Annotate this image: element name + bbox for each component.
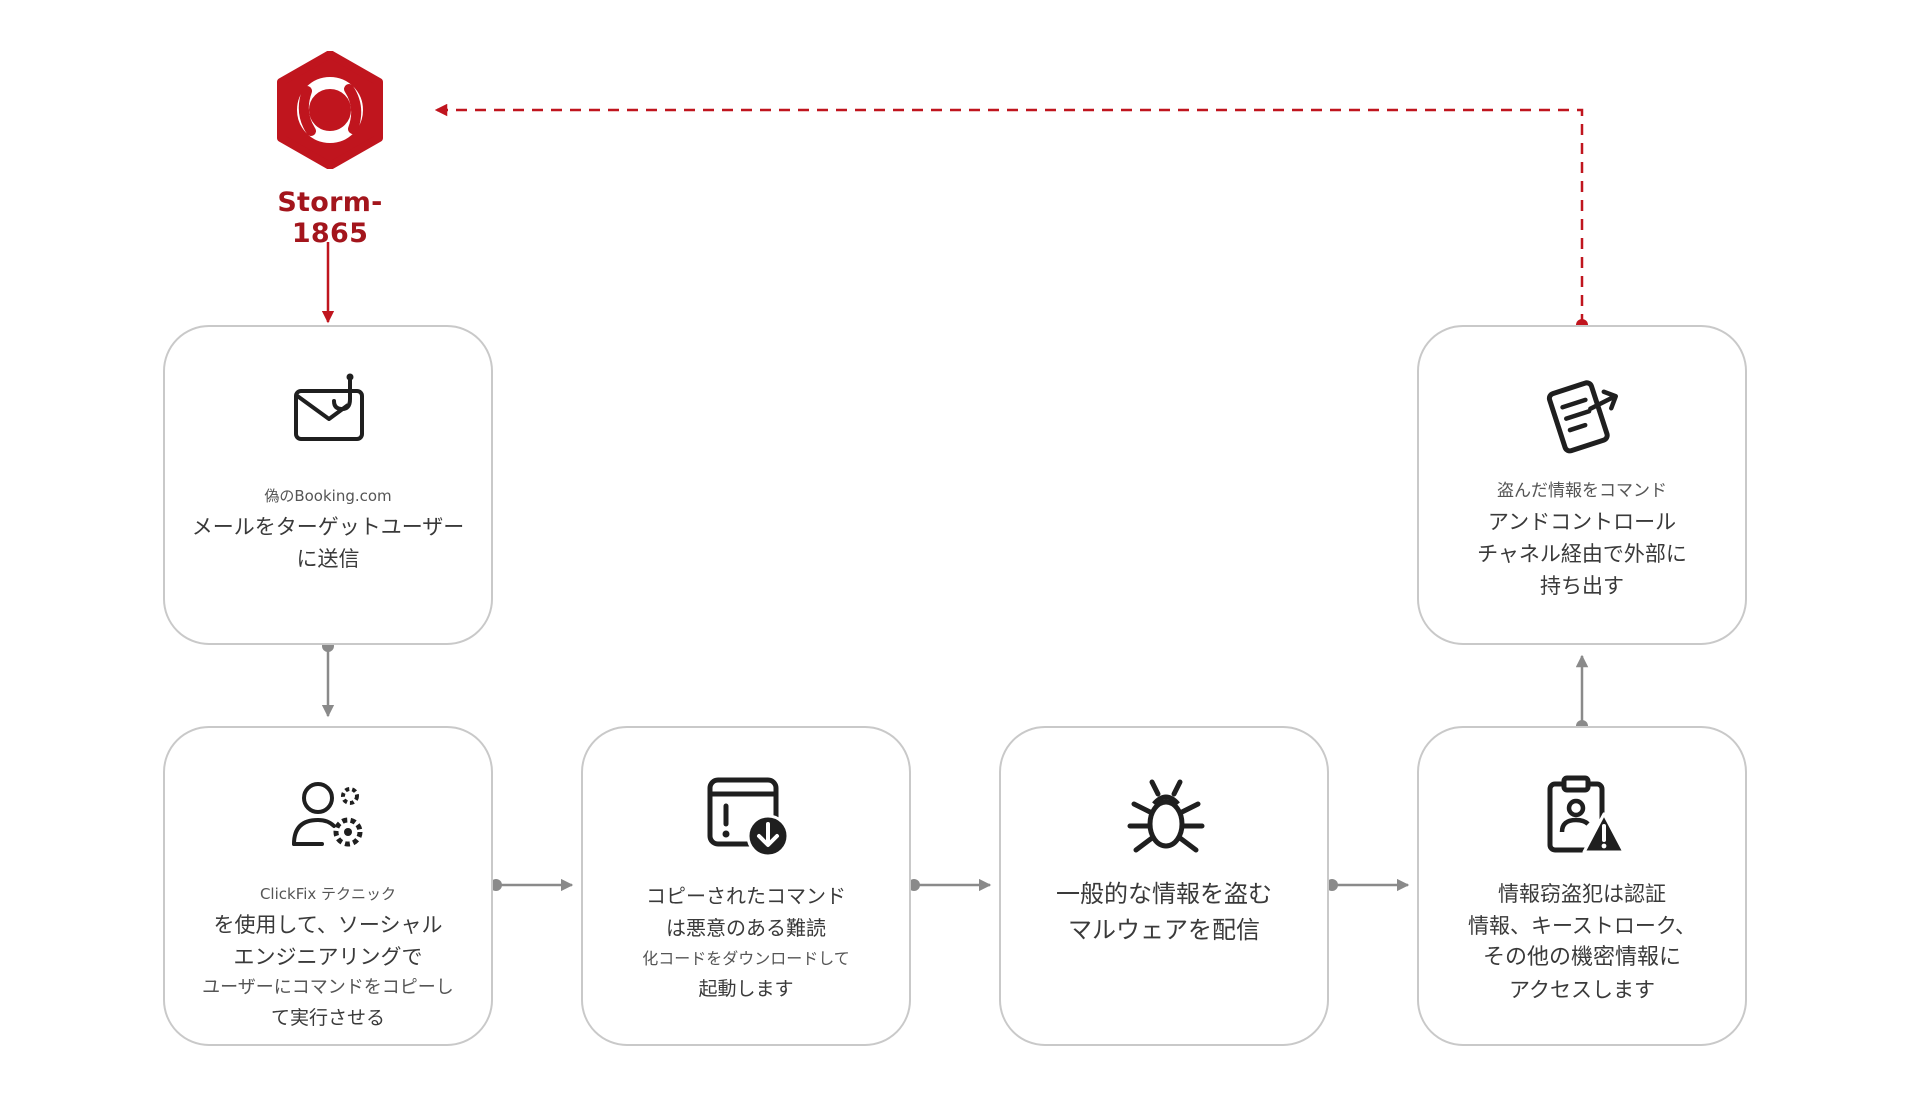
step-line: マルウェアを配信	[1068, 916, 1260, 944]
step-label: 偽のBooking.com	[264, 487, 392, 505]
actor-name: Storm-1865	[277, 187, 383, 249]
step-line: コピーされたコマンド	[646, 884, 846, 908]
step-line: メールをターゲットユーザー	[191, 515, 465, 539]
step-line: アクセスします	[1509, 978, 1655, 1002]
step-line: 持ち出す	[1540, 574, 1624, 598]
step-line: に送信	[296, 547, 360, 571]
user-gear-icon	[292, 782, 363, 847]
step-line: アンドコントロール	[1487, 510, 1677, 534]
step-credential-theft: 情報窃盗犯は認証 情報、キーストローク、 その他の機密情報に アクセスします	[1417, 726, 1747, 1046]
step-text: 偽のBooking.com メールをターゲットユーザー に送信	[175, 482, 481, 575]
credential-alert-icon	[1547, 775, 1626, 854]
document-exfiltrate-icon	[1546, 380, 1619, 454]
step-malware-delivery: 一般的な情報を盗む マルウェアを配信	[999, 726, 1329, 1046]
step-exfiltration: 盗んだ情報をコマンド アンドコントロール チャネル経由で外部に 持ち出す	[1417, 325, 1747, 645]
step-text: 一般的な情報を盗む マルウェアを配信	[1011, 876, 1317, 948]
step-line: を使用して、ソーシャル	[213, 913, 443, 937]
step-line: は悪意のある難読	[666, 916, 826, 940]
download-window-icon	[707, 777, 790, 858]
bug-icon	[1127, 779, 1205, 853]
threat-actor: Storm-1865	[250, 45, 410, 249]
step-label: ClickFix テクニック	[259, 885, 397, 903]
step-line: て実行させる	[270, 1007, 385, 1029]
step-clickfix: ClickFix テクニック を使用して、ソーシャル エンジニアリングで ユーザ…	[163, 726, 493, 1046]
step-line: 情報、キーストローク、	[1467, 914, 1697, 938]
phishing-email-icon	[294, 373, 364, 441]
step-line: エンジニアリングで	[233, 945, 423, 969]
step-text: 盗んだ情報をコマンド アンドコントロール チャネル経由で外部に 持ち出す	[1429, 477, 1735, 602]
step-label: 盗んだ情報をコマンド	[1497, 481, 1667, 501]
storm-hexagon-logo-icon	[277, 51, 383, 169]
step-text: ClickFix テクニック を使用して、ソーシャル エンジニアリングで ユーザ…	[175, 880, 481, 1034]
step-line: ユーザーにコマンドをコピーし	[202, 977, 454, 998]
step-phishing-email: 偽のBooking.com メールをターゲットユーザー に送信	[163, 325, 493, 645]
step-command-download: コピーされたコマンド は悪意のある難読 化コードをダウンロードして 起動します	[581, 726, 911, 1046]
step-line: 情報窃盗犯は認証	[1498, 882, 1666, 906]
step-text: コピーされたコマンド は悪意のある難読 化コードをダウンロードして 起動します	[593, 880, 899, 1005]
step-text: 情報窃盗犯は認証 情報、キーストローク、 その他の機密情報に アクセスします	[1429, 878, 1735, 1006]
step-line: 化コードをダウンロードして	[642, 949, 850, 968]
arrow-exfil-to-actor	[434, 103, 1584, 325]
step-line: 一般的な情報を盗む	[1056, 880, 1272, 908]
step-line: チャネル経由で外部に	[1477, 542, 1687, 566]
step-line: その他の機密情報に	[1482, 945, 1681, 970]
step-line: 起動します	[698, 978, 794, 1000]
